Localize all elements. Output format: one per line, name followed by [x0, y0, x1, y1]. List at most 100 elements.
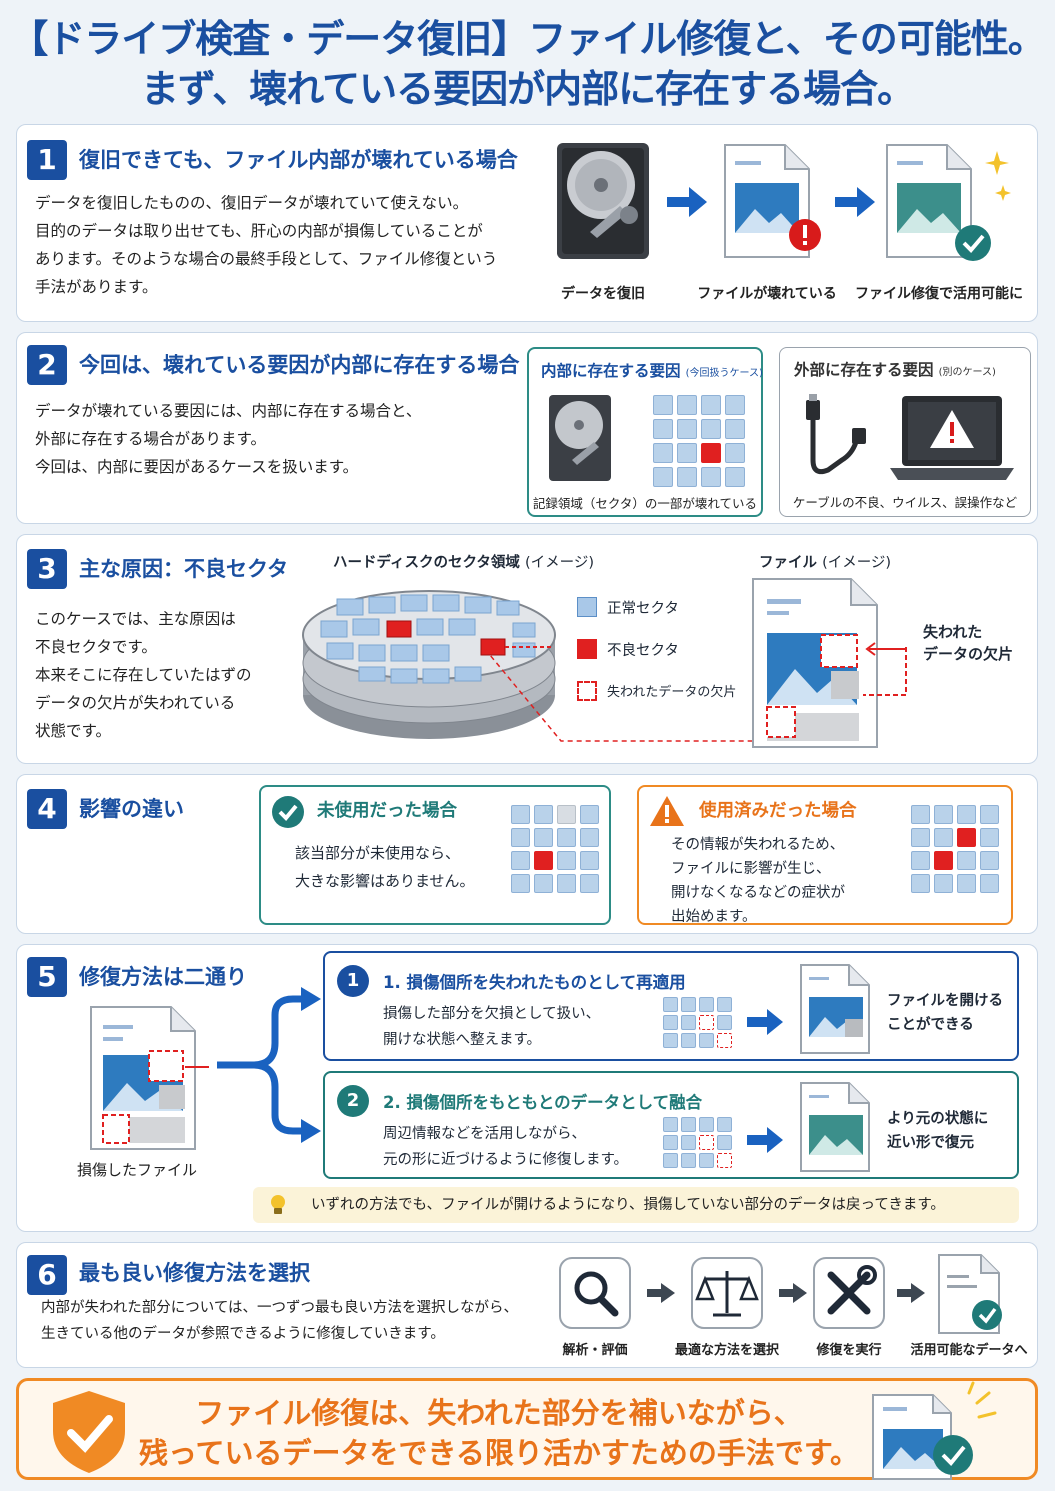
- arrow-right-icon: [835, 187, 875, 217]
- method-1-number: 1: [337, 965, 369, 997]
- body-line: 元の形に近づけるように修復します。: [383, 1152, 629, 1168]
- sector-cell: [911, 851, 930, 870]
- section-number: 3: [27, 549, 67, 589]
- body-line: 開けな状態へ整えます。: [383, 1032, 542, 1048]
- sector-cell: [557, 874, 576, 893]
- sector-cell: [717, 997, 732, 1012]
- sector-cell: [580, 828, 599, 847]
- external-cause-caption: ケーブルの不良、ウイルス、誤操作など: [792, 495, 1018, 510]
- unused-case-text: 該当部分が未使用なら、 大きな影響はありません。: [295, 839, 475, 895]
- sector-cell: [980, 874, 999, 893]
- section-body: 内部が失われた部分については、一つずつ最も良い方法を選択しながら、 生きている他…: [41, 1295, 518, 1347]
- sector-cell: [699, 997, 714, 1012]
- used-case-text: その情報が失われるため、 ファイルに影響が生じ、 開けなくなるなどの症状が 出始…: [671, 833, 845, 929]
- laptop-warning-icon: [890, 396, 1014, 480]
- damaged-file-icon: [90, 1006, 209, 1150]
- summary-line-1: ファイル修復は、失われた部分を補いながら、: [195, 1396, 803, 1430]
- hard-drive-icon: [549, 395, 611, 481]
- file-icon: [800, 1082, 870, 1172]
- body-line: 内部が失われた部分については、一つずつ最も良い方法を選択しながら、: [41, 1300, 519, 1316]
- legend-bad-swatch: [577, 639, 597, 659]
- method-2-text: 周辺情報などを活用しながら、 元の形に近づけるように修復します。: [383, 1121, 628, 1173]
- sector-cell: [663, 1135, 678, 1150]
- usb-cable-icon: [806, 394, 866, 475]
- body-line: 損傷した部分を欠損として扱い、: [383, 1006, 601, 1022]
- check-circle-icon: [272, 796, 304, 828]
- legend-bad-label: 不良セクタ: [607, 643, 679, 659]
- sector-cell: [681, 1033, 696, 1048]
- broken-file-icon: [724, 144, 821, 258]
- sector-cell: [934, 805, 953, 824]
- sector-cell: [653, 443, 673, 463]
- method-1-title: 1. 損傷個所を失われたものとして再適用: [383, 973, 686, 992]
- sector-cell: [717, 1033, 732, 1048]
- body-line: 外部に存在する場合があります。: [35, 430, 266, 448]
- damaged-file-icon: [752, 578, 907, 748]
- hard-drive-icon: [557, 143, 649, 259]
- title-line-1: 【ドライブ検査・データ復旧】ファイル修復と、その可能性。: [10, 17, 1045, 61]
- result-line: より元の状態に: [887, 1111, 989, 1127]
- lost-data-line: 失われた: [923, 623, 983, 641]
- arrow-right-icon: [667, 187, 707, 217]
- sector-cell: [681, 1117, 696, 1132]
- sector-cell: [677, 443, 697, 463]
- sector-cell: [511, 874, 530, 893]
- body-line: データの欠片が失われている: [35, 694, 236, 712]
- sector-cell: [934, 851, 953, 870]
- body-line: データを復旧したものの、復旧データが壊れていて使えない。: [35, 194, 469, 212]
- sector-cell: [677, 419, 697, 439]
- summary-banner: ファイル修復は、失われた部分を補いながら、 残っているデータをできる限り活かすた…: [16, 1378, 1038, 1480]
- used-case-title: 使用済みだった場合: [699, 801, 857, 821]
- disk-label: ハードディスクのセクタ領域: [333, 555, 520, 571]
- sector-cell: [677, 467, 697, 487]
- sector-cell: [980, 805, 999, 824]
- sector-cell: [980, 828, 999, 847]
- section-title: 影響の違い: [79, 797, 184, 821]
- sector-cell: [699, 1117, 714, 1132]
- used-case-box: 使用済みだった場合 その情報が失われるため、 ファイルに影響が生じ、 開けなくな…: [637, 785, 1013, 925]
- sector-cell: [717, 1015, 732, 1030]
- shield-check-icon: [53, 1391, 125, 1473]
- disk-platter-illustration: [302, 590, 556, 739]
- step-4-caption: 活用可能なデータへ: [910, 1343, 1028, 1358]
- sector-cell: [681, 997, 696, 1012]
- sector-cell: [681, 1135, 696, 1150]
- sector-cell: [534, 851, 553, 870]
- body-line: 本来そこに存在していたはずの: [35, 666, 252, 684]
- sector-cell: [511, 805, 530, 824]
- sector-grid: [511, 805, 601, 901]
- arrow-right-icon: [779, 1283, 807, 1303]
- damaged-file-caption: 損傷したファイル: [76, 1161, 197, 1179]
- sector-cell: [580, 851, 599, 870]
- external-cause-box: 外部に存在する要因 (別のケース) ケーブルの不良、ウイルス、誤操作など: [779, 347, 1031, 517]
- legend-lost-swatch: [577, 681, 597, 701]
- sector-cell: [717, 1135, 732, 1150]
- note-text: いずれの方法でも、ファイルが開けるようになり、損傷していない部分のデータは戻って…: [311, 1197, 945, 1213]
- legend-normal-label: 正常セクタ: [607, 601, 679, 617]
- sector-cell: [580, 874, 599, 893]
- file-label: ファイル: [759, 555, 817, 571]
- section-body: データが壊れている要因には、内部に存在する場合と、 外部に存在する場合があります…: [35, 397, 421, 481]
- sector-cell: [701, 467, 721, 487]
- sector-cell: [663, 997, 678, 1012]
- method-1-text: 損傷した部分を欠損として扱い、 開けな状態へ整えます。: [383, 1001, 600, 1053]
- external-cause-title: 外部に存在する要因: [794, 361, 934, 379]
- disk-tag: (イメージ): [524, 555, 594, 571]
- result-line: 近い形で復元: [887, 1135, 974, 1151]
- section-number: 1: [27, 140, 67, 180]
- file-icon: [800, 964, 870, 1054]
- section-2-card: 2 今回は、壊れている要因が内部に存在する場合 データが壊れている要因には、内部…: [16, 332, 1038, 524]
- body-line: 該当部分が未使用なら、: [295, 844, 461, 862]
- sector-cell: [699, 1015, 714, 1030]
- body-line: データが壊れている要因には、内部に存在する場合と、: [35, 402, 422, 420]
- sector-cell: [701, 419, 721, 439]
- dashed-connector: [484, 648, 753, 742]
- unused-case-box: 未使用だった場合 該当部分が未使用なら、 大きな影響はありません。: [259, 785, 611, 925]
- method-2-result: より元の状態に 近い形で復元: [887, 1107, 988, 1155]
- section-4-card: 4 影響の違い 未使用だった場合 該当部分が未使用なら、 大きな影響はありません…: [16, 774, 1038, 934]
- section-number: 4: [27, 789, 67, 829]
- body-line: ファイルに影響が生じ、: [671, 861, 831, 877]
- body-line: 生きている他のデータが参照できるように修復していきます。: [41, 1326, 445, 1342]
- sector-cell: [701, 395, 721, 415]
- sector-cell: [663, 1153, 678, 1168]
